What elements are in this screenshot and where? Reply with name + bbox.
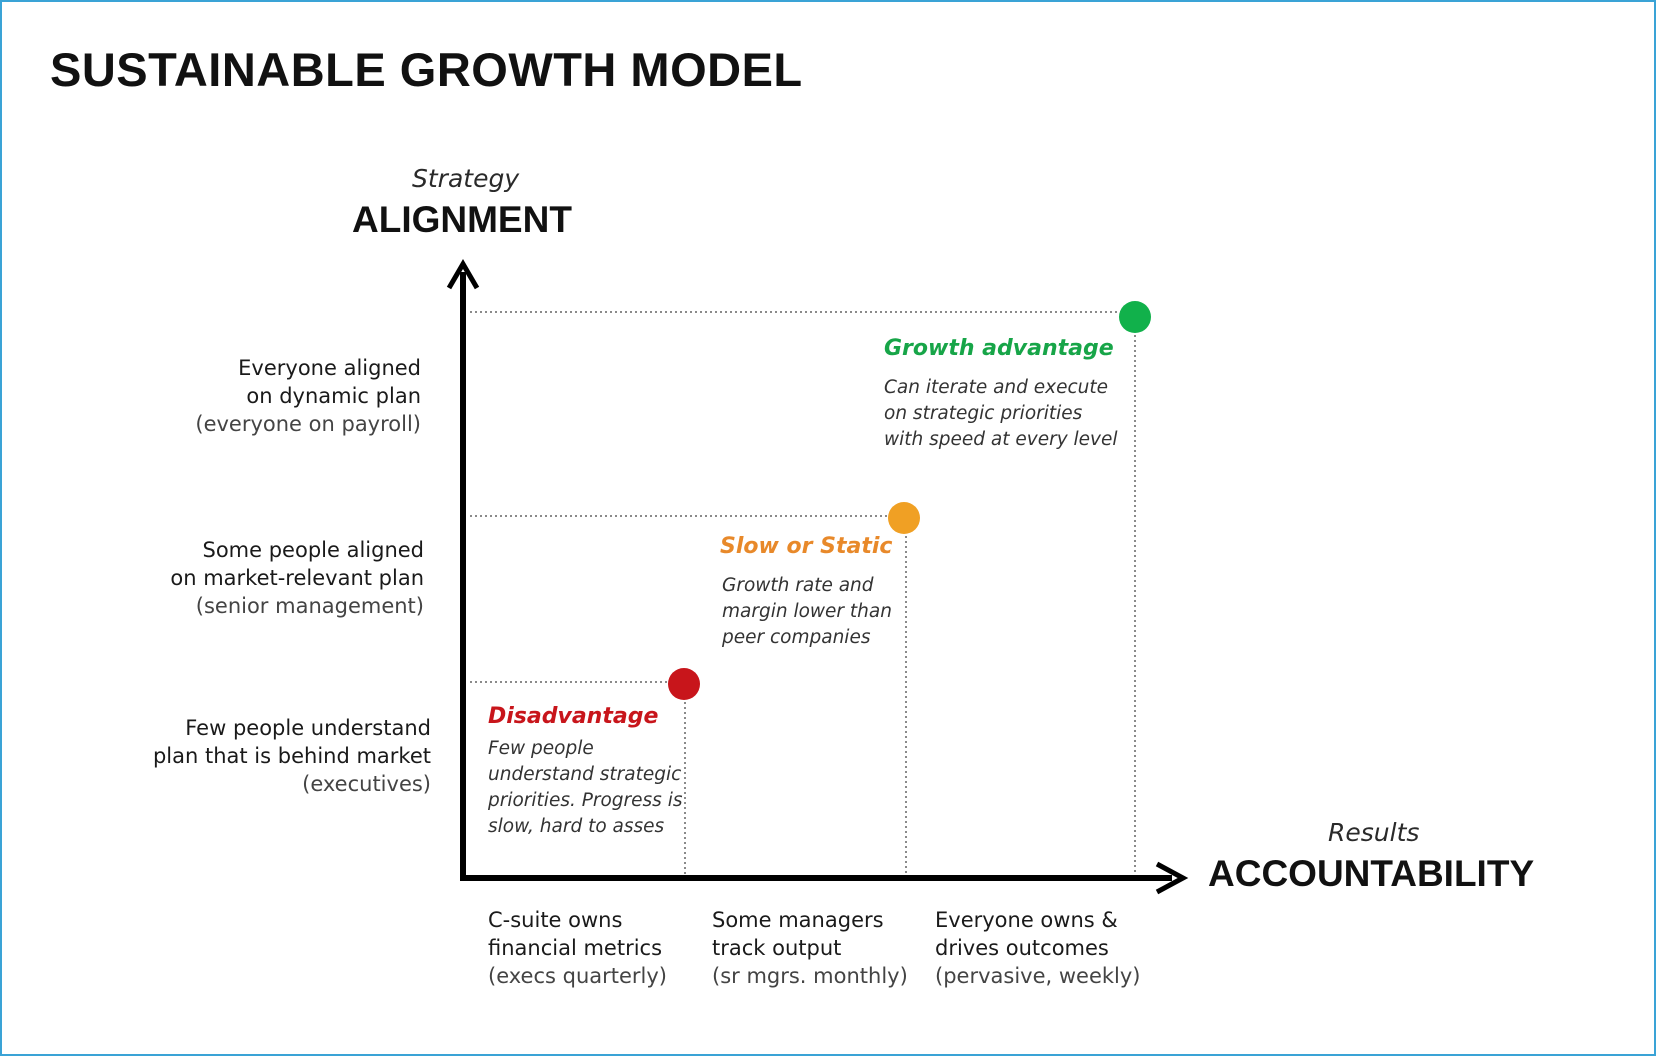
x-level-line: financial metrics xyxy=(488,936,663,960)
y-level-line: Few people understand xyxy=(185,716,431,740)
stage-desc-line: with speed at every level xyxy=(884,429,1118,450)
x-axis-title: ACCOUNTABILITY xyxy=(1208,853,1535,894)
y-level-few-understand: Few people understand plan that is behin… xyxy=(153,714,431,798)
y-axis-sub-label: Strategy xyxy=(412,164,520,193)
y-level-some-aligned: Some people aligned on market-relevant p… xyxy=(170,536,424,620)
stage-desc-line: on strategic priorities xyxy=(884,403,1083,424)
stage-desc-line: priorities. Progress is xyxy=(488,790,683,811)
x-level-everyone-owns: Everyone owns & drives outcomes (pervasi… xyxy=(935,906,1140,990)
page-title: SUSTAINABLE GROWTH MODEL xyxy=(50,43,803,96)
stage-title-growth-advantage: Growth advantage xyxy=(884,336,1114,361)
slow-or-static-dot xyxy=(888,502,920,534)
x-level-csuite: C-suite owns financial metrics (execs qu… xyxy=(488,906,667,990)
stage-desc-line: Growth rate and xyxy=(722,575,874,596)
y-level-line: Some people aligned xyxy=(202,538,424,562)
stage-title-slow-or-static: Slow or Static xyxy=(720,534,893,559)
x-axis-sub-label: Results xyxy=(1328,818,1420,847)
x-axis-arrow xyxy=(1155,861,1189,895)
x-level-note: (execs quarterly) xyxy=(488,964,667,988)
x-level-note: (sr mgrs. monthly) xyxy=(712,964,908,988)
disadvantage-dot xyxy=(668,668,700,700)
stage-desc-line: slow, hard to asses xyxy=(488,816,665,837)
x-level-line: Everyone owns & xyxy=(935,908,1118,932)
y-level-line: on dynamic plan xyxy=(246,384,421,408)
stage-desc-disadvantage: Few people understand strategic prioriti… xyxy=(488,736,682,840)
stage-desc-line: understand strategic xyxy=(488,764,682,785)
y-level-line: on market-relevant plan xyxy=(170,566,424,590)
stage-desc-line: peer companies xyxy=(722,627,871,648)
stage-desc-growth-advantage: Can iterate and execute on strategic pri… xyxy=(884,375,1118,453)
x-level-line: C-suite owns xyxy=(488,908,623,932)
y-level-note: (everyone on payroll) xyxy=(195,412,421,436)
y-level-everyone-aligned: Everyone aligned on dynamic plan (everyo… xyxy=(195,354,421,438)
x-level-line: Some managers xyxy=(712,908,884,932)
y-level-line: Everyone aligned xyxy=(238,356,421,380)
x-level-some-managers: Some managers track output (sr mgrs. mon… xyxy=(712,906,908,990)
stage-desc-line: Few people xyxy=(488,738,594,759)
y-level-note: (senior management) xyxy=(195,594,424,618)
x-level-note: (pervasive, weekly) xyxy=(935,964,1141,988)
growth-advantage-dot xyxy=(1119,301,1151,333)
guide-lines xyxy=(470,311,1136,876)
stage-desc-line: margin lower than xyxy=(722,601,892,622)
stage-desc-line: Can iterate and execute xyxy=(884,377,1109,398)
x-level-line: drives outcomes xyxy=(935,936,1109,960)
stage-desc-slow-or-static: Growth rate and margin lower than peer c… xyxy=(722,573,892,651)
y-axis-arrow xyxy=(446,259,480,290)
y-axis-title: ALIGNMENT xyxy=(352,199,572,240)
y-level-line: plan that is behind market xyxy=(152,744,431,768)
y-level-note: (executives) xyxy=(302,772,431,796)
stage-title-disadvantage: Disadvantage xyxy=(488,704,659,729)
x-level-line: track output xyxy=(712,936,842,960)
